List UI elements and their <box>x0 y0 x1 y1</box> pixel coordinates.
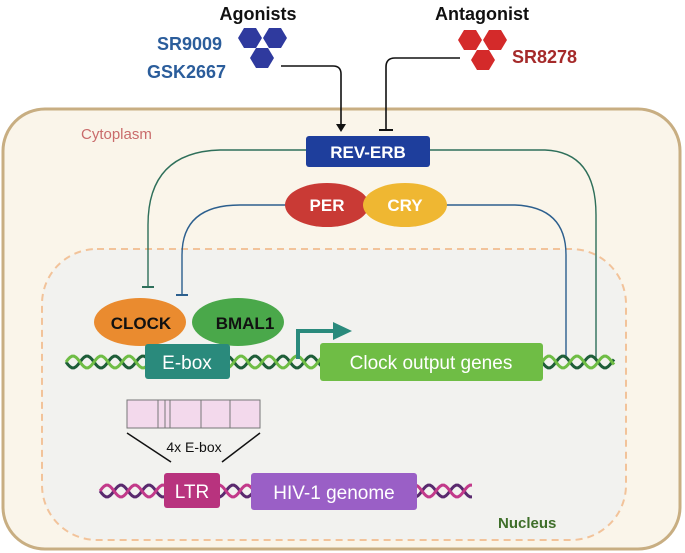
agonist-activation-arrow <box>281 65 342 126</box>
four-ebox-repeat <box>126 399 261 429</box>
rev-erb-inhibition-line <box>147 149 306 287</box>
per-label: PER <box>310 196 345 215</box>
hiv-genome-box <box>251 473 417 510</box>
agonist-sr9009: SR9009 <box>157 34 222 54</box>
agonist-gsk2667: GSK2667 <box>147 62 226 82</box>
transcription-arrow <box>296 329 335 359</box>
per-cry-inhibition-line <box>181 204 292 295</box>
bmal1-protein <box>192 298 284 346</box>
bmal1-label: BMAL1 <box>216 314 275 333</box>
nucleus-envelope <box>41 248 627 541</box>
ltr-label: LTR <box>175 482 209 503</box>
hiv-genome-label: HIV-1 genome <box>273 483 394 504</box>
ltr-box <box>164 473 220 508</box>
per-cry-feedback-line <box>444 204 567 358</box>
ebox-label: E-box <box>162 353 212 374</box>
antagonist-inhibition-line <box>385 57 460 130</box>
antagonist-sr8278: SR8278 <box>512 47 577 67</box>
clock-output-genes-box <box>320 343 543 381</box>
clock-output-genes-label: Clock output genes <box>350 353 513 374</box>
rev-erb-box <box>306 136 430 167</box>
clock-label: CLOCK <box>111 314 172 333</box>
transcription-arrowhead <box>333 322 352 340</box>
per-protein <box>285 183 369 227</box>
zoom-line-right <box>221 432 261 463</box>
four-ebox-label: 4x E-box <box>166 439 221 455</box>
agonist-molecule-icon <box>238 28 287 68</box>
agonist-arrowhead <box>336 124 346 132</box>
rev-erb-feedback-line <box>430 149 597 358</box>
zoom-line-left <box>126 432 172 463</box>
agonists-title: Agonists <box>219 4 296 24</box>
cry-protein <box>363 183 447 227</box>
antagonist-molecule-icon <box>458 30 507 70</box>
rev-erb-label: REV-ERB <box>330 143 406 162</box>
cry-label: CRY <box>387 196 423 215</box>
antagonist-title: Antagonist <box>435 4 529 24</box>
ebox-box <box>145 344 230 379</box>
nucleus-label: Nucleus <box>498 515 556 532</box>
clock-protein <box>94 298 186 346</box>
cytoplasm-label: Cytoplasm <box>81 126 152 143</box>
